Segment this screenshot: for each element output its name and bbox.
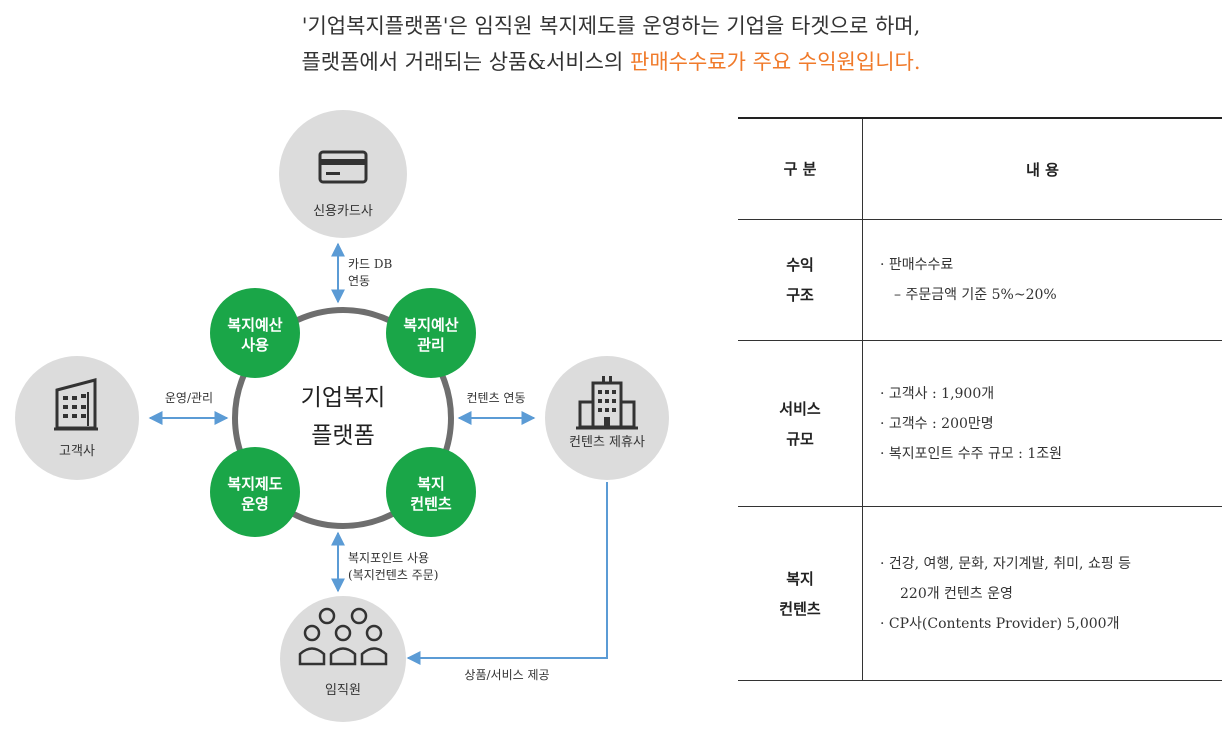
- node-customer-label: 고객사: [59, 444, 95, 459]
- node-employee: 임직원: [280, 596, 406, 722]
- headline-line-2-prefix: 플랫폼에서 거래되는 상품&서비스의: [301, 50, 630, 74]
- system-operate-line-1: 복지제도: [227, 475, 282, 493]
- row-contents-item-2: · CP사(Contents Provider) 5,000개: [880, 615, 1120, 632]
- row-scale-content: · 고객사 : 1,900개 · 고객수 : 200만명 · 복지포인트 수주 …: [862, 340, 1222, 507]
- row-contents-category: 복지 컨텐츠: [738, 506, 863, 681]
- row-revenue-item-1: · 판매수수료: [880, 257, 954, 273]
- green-node-budget-manage: 복지예산 관리: [386, 288, 476, 378]
- row-revenue-content: · 판매수수료 – 주문금액 기준 5%~20%: [862, 219, 1222, 341]
- people-group-icon: [298, 607, 388, 666]
- row-contents-category-line-1: 복지: [786, 569, 814, 588]
- center-title-line-1: 기업복지: [301, 385, 386, 411]
- office-building-icon: [54, 378, 98, 431]
- row-contents-item-1-continued: 220개 컨텐츠 운영: [900, 585, 1013, 602]
- headline-line-1: '기업복지플랫폼'은 임직원 복지제도를 운영하는 기업을 타겟으로 하며,: [301, 14, 921, 38]
- budget-manage-line-1: 복지예산: [403, 316, 458, 334]
- row-contents-category-line-2: 컨텐츠: [779, 599, 821, 618]
- point-use-label-line-1: 복지포인트 사용: [348, 551, 429, 565]
- table-row-contents: 복지 컨텐츠 · 건강, 여행, 문화, 자기계발, 취미, 쇼핑 등 220개…: [738, 506, 1222, 681]
- row-revenue-subitem-1: – 주문금액 기준 5%~20%: [894, 287, 1057, 303]
- operate-manage-label: 운영/관리: [165, 391, 213, 405]
- headline: '기업복지플랫폼'은 임직원 복지제도를 운영하는 기업을 타겟으로 하며, 플…: [0, 8, 1222, 80]
- budget-use-line-2: 사용: [241, 336, 269, 354]
- table-row-revenue: 수익 구조 · 판매수수료 – 주문금액 기준 5%~20%: [738, 219, 1222, 341]
- card-db-label-line-1: 카드 DB: [348, 257, 393, 271]
- row-revenue-category: 수익 구조: [738, 219, 863, 341]
- node-card-label: 신용카드사: [313, 204, 373, 219]
- row-contents-content: · 건강, 여행, 문화, 자기계발, 취미, 쇼핑 등 220개 컨텐츠 운영…: [862, 506, 1222, 681]
- product-service-arrow: [406, 482, 608, 665]
- row-revenue-category-line-1: 수익: [786, 256, 814, 274]
- node-employee-label: 임직원: [325, 683, 361, 698]
- node-card-company: 신용카드사: [279, 110, 407, 238]
- header-content: 내 용: [862, 117, 1222, 220]
- node-contents-partner: 컨텐츠 제휴사: [545, 356, 669, 480]
- table-header-row: 구 분 내 용: [738, 117, 1222, 220]
- green-node-budget-use: 복지예산 사용: [210, 288, 300, 378]
- welfare-contents-line-1: 복지: [417, 475, 445, 493]
- credit-card-icon: [318, 150, 368, 184]
- product-service-label: 상품/서비스 제공: [464, 668, 549, 682]
- node-customer: 고객사: [15, 356, 139, 480]
- header-category: 구 분: [738, 117, 863, 220]
- business-model-diagram: 기업복지 플랫폼 복지예산 사용 복지예산 관리 복지제도 운영 복지 컨텐츠 …: [15, 110, 669, 722]
- headline-highlight: 판매수수료가 주요 수익원입니다.: [630, 50, 921, 74]
- center-title-line-2: 플랫폼: [311, 423, 374, 449]
- row-contents-item-1: · 건강, 여행, 문화, 자기계발, 취미, 쇼핑 등: [880, 555, 1132, 572]
- node-partner-label: 컨텐츠 제휴사: [569, 435, 645, 450]
- budget-manage-line-2: 관리: [417, 336, 445, 354]
- green-node-system-operate: 복지제도 운영: [210, 447, 300, 537]
- row-scale-item-3: · 복지포인트 수주 규모 : 1조원: [880, 445, 1063, 462]
- info-table: 구 분 내 용 수익 구조 · 판매수수료 – 주문금액 기준 5%~20% 서…: [738, 117, 1222, 681]
- card-db-label-line-2: 연동: [348, 274, 370, 288]
- row-scale-category-line-2: 규모: [786, 429, 814, 448]
- green-node-welfare-contents: 복지 컨텐츠: [386, 447, 476, 537]
- row-scale-category: 서비스 규모: [738, 340, 863, 507]
- row-scale-item-1: · 고객사 : 1,900개: [880, 385, 995, 402]
- budget-use-line-1: 복지예산: [227, 316, 282, 334]
- table-row-service-scale: 서비스 규모 · 고객사 : 1,900개 · 고객수 : 200만명 · 복지…: [738, 340, 1222, 507]
- point-use-label-line-2: (복지컨텐츠 주문): [348, 568, 438, 582]
- system-operate-line-2: 운영: [241, 495, 269, 513]
- welfare-contents-line-2: 컨텐츠: [410, 495, 452, 513]
- company-building-icon: [576, 376, 638, 430]
- headline-line-2: 플랫폼에서 거래되는 상품&서비스의 판매수수료가 주요 수익원입니다.: [0, 44, 1222, 80]
- row-revenue-category-line-2: 구조: [786, 286, 814, 304]
- row-scale-item-2: · 고객수 : 200만명: [880, 415, 994, 432]
- contents-link-label: 컨텐츠 연동: [466, 391, 525, 405]
- row-scale-category-line-1: 서비스: [779, 399, 821, 418]
